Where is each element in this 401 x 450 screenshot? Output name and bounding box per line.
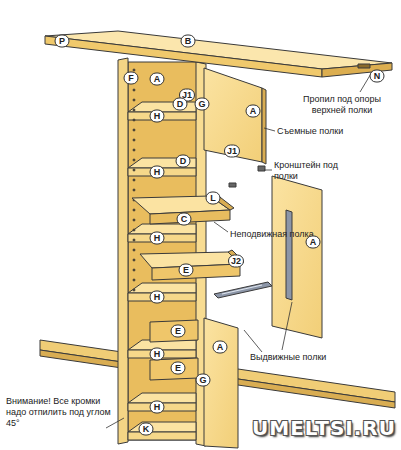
part-note: Пропил под опоры верхней полки [292, 94, 392, 116]
callout-letter: B [181, 35, 196, 48]
callout-letter: K [139, 423, 154, 436]
callout-letter: E [171, 325, 186, 338]
pin-hole [133, 269, 135, 271]
pin-hole [133, 229, 135, 231]
callout-letter: H [150, 348, 165, 361]
callout-letter: N [370, 70, 385, 83]
callout-letter: L [206, 192, 221, 205]
pin-hole [133, 209, 135, 211]
callout-letter: G [196, 374, 211, 387]
callout-letter: C [177, 213, 192, 226]
pin-hole [133, 279, 135, 281]
callout-letter: H [150, 166, 165, 179]
part-note: Выдвижные полки [250, 352, 360, 363]
pin-hole [133, 89, 135, 91]
part-note: Съемные полки [277, 126, 387, 137]
callout-letter: E [171, 362, 186, 375]
pin-hole [133, 289, 135, 291]
watermark: UMELTSI.RU [252, 416, 396, 440]
part-note: Кронштейн под полки [274, 160, 344, 182]
pin-hole [133, 169, 135, 171]
pin-hole [133, 179, 135, 181]
callout-letter: J2 [228, 255, 244, 268]
callout-letter: H [150, 232, 165, 245]
part-note: Неподвижная полка [230, 229, 340, 240]
pin-hole [133, 149, 135, 151]
callout-letter: A [246, 105, 261, 118]
pin-hole [133, 239, 135, 241]
pin-hole [133, 139, 135, 141]
pin-hole [133, 219, 135, 221]
pin-hole [133, 189, 135, 191]
pin-hole [133, 99, 135, 101]
pin-hole [133, 159, 135, 161]
pin-hole [133, 259, 135, 261]
callout-letter: D [173, 98, 188, 111]
callout-letter: J1 [224, 145, 240, 158]
callout-letter: H [150, 291, 165, 304]
callout-letter: D [176, 155, 191, 168]
callout-letter: E [179, 264, 194, 277]
callout-letter: H [150, 401, 165, 414]
shelf-rail [128, 432, 196, 440]
callout-letter: A [213, 341, 228, 354]
pin-hole [133, 109, 135, 111]
callout-letter: P [55, 35, 70, 48]
pin-hole [133, 249, 135, 251]
callout-letter: G [195, 98, 210, 111]
part-note: Внимание! Все кромки надо отпилить под у… [6, 396, 118, 429]
callout-letter: A [306, 236, 321, 249]
callout-letter: H [150, 110, 165, 123]
callout-letter: A [150, 73, 165, 86]
callout-letter: F [124, 72, 139, 85]
pin-hole [133, 129, 135, 131]
pin-hole [133, 119, 135, 121]
